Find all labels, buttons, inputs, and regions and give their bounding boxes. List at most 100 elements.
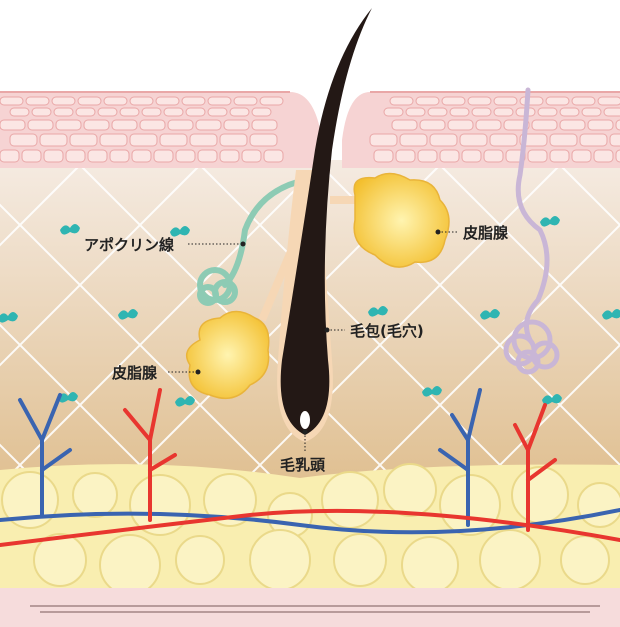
fibroblast-cell: [0, 312, 18, 323]
epidermal-cell: [249, 133, 278, 147]
label-hair-follicle: 毛包(毛穴): [350, 322, 424, 340]
epidermal-cell: [471, 107, 492, 117]
epidermal-cell: [39, 133, 68, 147]
epidermal-cell: [405, 107, 426, 117]
epidermal-cell: [111, 119, 138, 131]
epidermal-cell: [223, 119, 250, 131]
fibroblast-cell: [60, 224, 80, 235]
dermal-papilla: [300, 411, 310, 429]
fat-cell: [129, 474, 191, 536]
epidermal-cell: [449, 107, 470, 117]
fat-cell: [383, 463, 437, 517]
epidermal-cell: [597, 96, 620, 106]
epidermal-cell: [55, 119, 82, 131]
epidermal-cell: [9, 133, 38, 147]
epidermal-cell: [195, 119, 222, 131]
epidermal-cell: [207, 107, 228, 117]
epidermal-cell: [459, 133, 488, 147]
epidermal-cell: [615, 119, 620, 131]
epidermal-cell: [391, 119, 418, 131]
label-sebaceous-gland-left: 皮脂腺: [112, 364, 158, 382]
epidermal-cell: [415, 96, 440, 106]
epidermal-cell: [439, 149, 460, 163]
fat-cell: [33, 533, 87, 587]
fat-cell: [333, 533, 387, 587]
epidermal-cell: [559, 119, 586, 131]
epidermal-cell: [461, 149, 482, 163]
epidermal-cell: [493, 107, 514, 117]
collagen-fiber: [0, 164, 201, 367]
epidermal-cell: [383, 107, 404, 117]
epidermal-cell: [251, 119, 278, 131]
epidermal-cell: [373, 149, 394, 163]
fat-cell: [72, 472, 118, 518]
epidermal-cell: [251, 107, 272, 117]
epidermal-cell: [389, 96, 414, 106]
epidermal-cell: [77, 96, 102, 106]
epidermal-cell: [571, 149, 592, 163]
fat-cell: [175, 535, 225, 585]
epidermal-cell: [153, 149, 174, 163]
epidermal-cell: [25, 96, 50, 106]
epidermal-cell: [419, 119, 446, 131]
fibroblast-cell: [602, 309, 620, 320]
fibroblast-cell: [542, 394, 562, 405]
epidermal-cell: [0, 96, 24, 106]
fat-cell: [511, 466, 569, 524]
fibroblast-cell: [175, 396, 195, 407]
epidermal-cell: [519, 96, 544, 106]
epidermal-cell: [129, 133, 158, 147]
epidermal-cell: [369, 133, 398, 147]
fibroblast-cell: [118, 309, 138, 320]
epidermal-cell: [545, 96, 570, 106]
fat-cell: [577, 482, 620, 528]
epidermal-cell: [417, 149, 438, 163]
apocrine-gland: [197, 177, 308, 306]
collagen-fiber: [9, 164, 321, 476]
fat-cell: [321, 471, 379, 529]
epidermal-cell: [493, 96, 518, 106]
epidermal-cell: [579, 133, 608, 147]
label-apocrine-gland: アポクリン線: [84, 236, 174, 254]
epidermal-cell: [131, 149, 152, 163]
epidermal-cell: [189, 133, 218, 147]
epidermal-cell: [615, 149, 620, 163]
epidermal-cell: [83, 119, 110, 131]
epidermal-cell: [27, 119, 54, 131]
label-sebaceous-gland-right: 皮脂腺: [463, 224, 509, 242]
fascia-layer: [0, 588, 620, 627]
epidermal-cell: [503, 119, 530, 131]
epidermal-cell: [75, 107, 96, 117]
fibroblast-cells: [0, 216, 620, 489]
fibroblast-cell: [368, 306, 388, 317]
epidermal-cell: [9, 107, 30, 117]
fat-cell: [249, 529, 311, 591]
label-dermal-papilla: 毛乳頭: [280, 456, 326, 474]
artery: [0, 388, 620, 547]
epidermal-cell: [549, 133, 578, 147]
epidermal-cell: [207, 96, 232, 106]
epidermal-cell: [399, 133, 428, 147]
epidermis-layer: [0, 91, 620, 168]
epidermal-cell: [141, 107, 162, 117]
sebaceous-gland-right: [330, 172, 450, 268]
epidermal-cell: [263, 149, 284, 163]
epidermal-cell: [181, 96, 206, 106]
hair-shaft: [280, 8, 372, 435]
epidermal-cell: [219, 149, 240, 163]
fibroblast-cell: [170, 226, 190, 237]
epidermal-cell: [69, 133, 98, 147]
epidermal-cell: [31, 107, 52, 117]
epidermal-cell: [53, 107, 74, 117]
epidermal-cell: [129, 96, 154, 106]
fibroblast-cell: [58, 392, 78, 403]
epidermal-cell: [241, 149, 262, 163]
fat-cell: [203, 473, 257, 527]
epidermal-cell: [185, 107, 206, 117]
epidermal-cell: [167, 119, 194, 131]
epidermal-cell: [429, 133, 458, 147]
fibroblast-cell: [480, 309, 500, 320]
epidermal-cell: [483, 149, 504, 163]
